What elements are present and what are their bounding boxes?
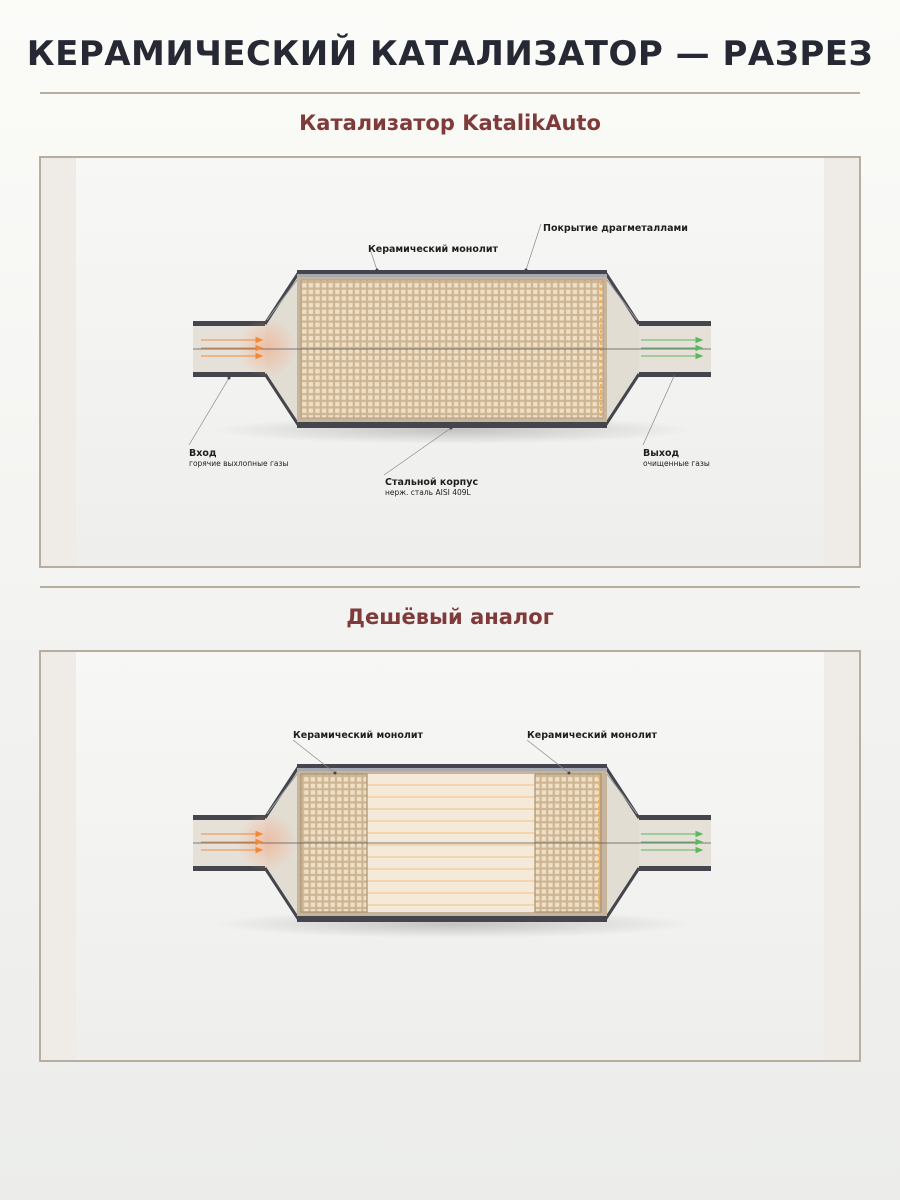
converter-diagram-original: Керамический монолит Покрытие драгметалл… (188, 223, 711, 497)
top-divider (40, 92, 860, 94)
section-heading-original: Катализатор KatalikAuto (299, 111, 601, 135)
outlet-pipe-wall-top (639, 321, 711, 326)
middle-divider (40, 586, 860, 588)
inlet-arrows (201, 830, 264, 854)
panel-side-right (824, 158, 859, 566)
label-coating: Покрытие драгметаллами (543, 223, 688, 234)
leader-lines (188, 223, 676, 476)
panel-side-left (41, 158, 76, 566)
inlet-pipe-wall-top (193, 321, 265, 326)
heat-glow (237, 318, 297, 378)
label-inlet-sub: горячие выхлопные газы (189, 459, 289, 468)
inlet-pipe-wall-bottom (193, 372, 265, 377)
converter-diagram-analog: Керамический монолит Керамический моноли… (193, 730, 711, 938)
diagram-panel-original: Керамический монолит Покрытие драгметалл… (39, 156, 861, 568)
leader-lines (292, 739, 570, 774)
outlet-arrows (641, 336, 704, 360)
label-outlet: Выход (643, 448, 679, 459)
label-inlet: Вход (189, 448, 217, 459)
label-housing: Стальной корпус (385, 477, 478, 488)
panel-side-right (824, 652, 859, 1060)
heat-glow (237, 812, 297, 872)
label-monolith-right: Керамический монолит (527, 730, 658, 741)
gap-channel-lines (367, 784, 535, 906)
label-housing-sub: нерж. сталь AISI 409L (385, 488, 472, 497)
panel-side-left (41, 652, 76, 1060)
label-outlet-sub: очищенные газы (643, 459, 710, 468)
label-monolith: Керамический монолит (368, 244, 499, 255)
section-heading-analog: Дешёвый аналог (346, 605, 554, 629)
page-title: КЕРАМИЧЕСКИЙ КАТАЛИЗАТОР — РАЗРЕЗ (26, 34, 874, 74)
inlet-arrows (201, 336, 264, 360)
label-monolith-left: Керамический монолит (293, 730, 424, 741)
outlet-arrows (641, 830, 704, 854)
diagram-panel-analog: Керамический монолит Керамический моноли… (39, 650, 861, 1062)
